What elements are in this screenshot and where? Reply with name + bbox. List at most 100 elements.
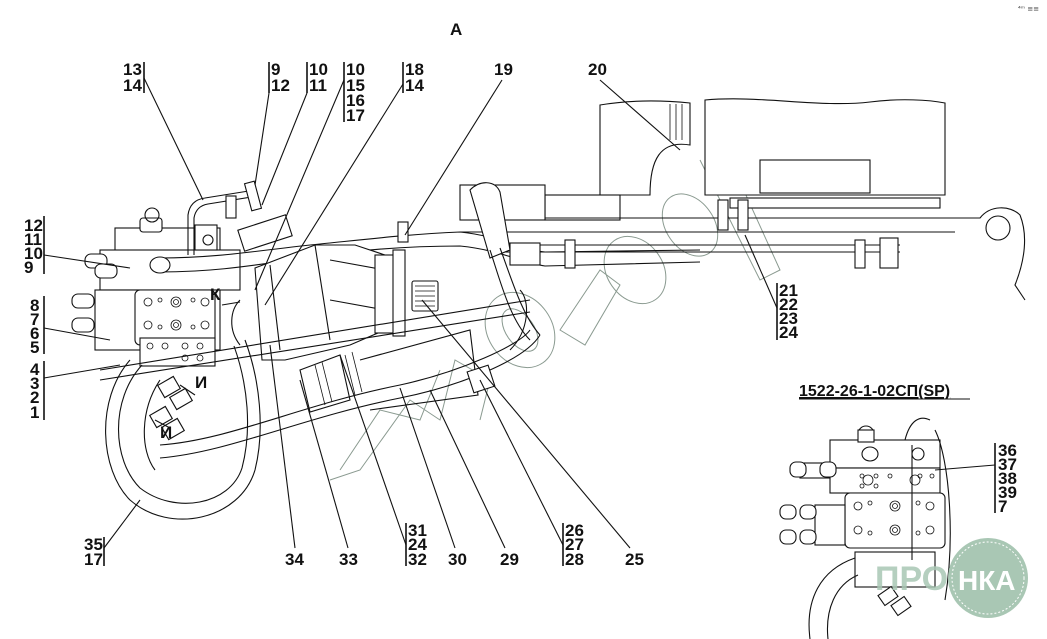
- section-marker-i-upper: И: [195, 373, 207, 392]
- leader-line: [43, 327, 111, 341]
- callout-number: 3: [30, 374, 39, 393]
- callout-number: 32: [408, 550, 427, 569]
- callout-number: 12: [271, 76, 290, 95]
- callout-number: 11: [24, 230, 42, 249]
- leader-line: [269, 344, 296, 549]
- callout-number: 16: [346, 91, 365, 110]
- leader-line: [339, 354, 407, 546]
- callout-number: 22: [779, 295, 798, 314]
- callout-number: 9: [24, 258, 33, 277]
- callout-34: 34: [269, 344, 304, 569]
- callout-9-12: 9 12: [254, 60, 290, 186]
- callout-30: 30: [399, 387, 467, 569]
- leader-line: [254, 92, 270, 186]
- callout-number: 31: [408, 521, 427, 540]
- variant-title: 1522-26-1-02СП(SP): [799, 383, 950, 400]
- leader-line: [254, 79, 345, 291]
- callout-8-7-6-5: 8 7 6 5: [30, 296, 111, 357]
- callout-number: 17: [84, 550, 103, 569]
- callout-number: 35: [84, 535, 103, 554]
- leader-line: [421, 299, 631, 549]
- leader-line: [404, 79, 503, 236]
- logo-circle: [948, 538, 1028, 618]
- inset-valve-block: [779, 417, 951, 639]
- callout-number: 7: [998, 497, 1007, 516]
- callout-number: 26: [565, 521, 584, 540]
- callout-number: 9: [271, 60, 280, 79]
- callout-33: 33: [299, 379, 358, 569]
- callout-number: 14: [123, 76, 142, 95]
- callout-number: 38: [998, 469, 1017, 488]
- view-label: А: [450, 20, 462, 39]
- callout-number: 11: [309, 76, 327, 95]
- callout-12-11-10-9: 12 11 10 9: [24, 216, 131, 277]
- callout-number: 12: [24, 216, 43, 235]
- callout-number: 4: [30, 360, 40, 379]
- callout-number: 24: [408, 535, 427, 554]
- section-i-upper-arrow: [179, 384, 196, 396]
- callout-number: 34: [285, 550, 304, 569]
- callout-number: 8: [30, 296, 39, 315]
- upper-pressure-line: [187, 180, 293, 255]
- callout-number: 19: [494, 60, 513, 79]
- leader-line: [934, 464, 996, 471]
- leader-line: [299, 379, 349, 549]
- callout-number: 39: [998, 483, 1017, 502]
- leader-line: [43, 364, 121, 379]
- return-lines: [99, 299, 541, 459]
- corner-mark: ⁴ᵐ ≡≡: [1018, 5, 1039, 13]
- callout-25: 25: [421, 299, 644, 569]
- callout-number: 10: [346, 60, 365, 79]
- callout-4-3-2-1: 4 3 2 1: [30, 360, 121, 422]
- callout-number: 30: [448, 550, 467, 569]
- callout-10-11: 10 11: [261, 60, 328, 206]
- leader-line: [143, 77, 204, 201]
- section-k-arrow: [221, 301, 241, 306]
- callout-number: 36: [998, 441, 1017, 460]
- section-marker-k: К: [210, 285, 221, 304]
- distributor-valve-block: [71, 207, 241, 367]
- callout-number: 25: [625, 550, 644, 569]
- u-hoses: [105, 299, 261, 520]
- leader-line: [264, 83, 404, 306]
- callout-20: 20: [588, 60, 681, 151]
- callout-number: 29: [500, 550, 519, 569]
- logo-text-left: ПРО: [875, 560, 948, 598]
- section-i-lower-arrow: [154, 419, 171, 429]
- callout-19: 19: [404, 60, 513, 236]
- callout-26-27-28: 26 27 28: [479, 379, 584, 569]
- callout-35-17: 35 17: [84, 499, 141, 569]
- callout-21-22-23-24: 21 22 23 24: [744, 234, 798, 342]
- callout-number: 23: [779, 309, 798, 328]
- leader-line: [599, 79, 681, 151]
- callout-number: 2: [30, 388, 39, 407]
- leader-line: [43, 254, 131, 269]
- callout-10-15-16-17: 10 15 16 17: [254, 60, 365, 291]
- leader-line: [429, 389, 506, 549]
- callout-29: 29: [429, 389, 519, 569]
- callout-number: 24: [779, 323, 798, 342]
- callout-36-37-38-39-7: 36 37 38 39 7: [934, 441, 1017, 516]
- callout-number: 21: [779, 281, 798, 300]
- callout-number: 33: [339, 550, 358, 569]
- leader-line: [744, 234, 778, 309]
- callout-number: 13: [123, 60, 142, 79]
- hydraulic-pump: [254, 221, 439, 361]
- callout-13-14: 13 14: [123, 60, 204, 201]
- callout-number: 27: [565, 535, 584, 554]
- callout-18-14: 18 14: [264, 60, 424, 306]
- callout-number: 20: [588, 60, 607, 79]
- tank-and-frame: [459, 98, 1026, 301]
- callout-31-24-32: 31 24 32: [339, 354, 427, 569]
- callout-number: 15: [346, 76, 365, 95]
- callout-number: 10: [24, 244, 43, 263]
- callout-number: 37: [998, 455, 1017, 474]
- callout-number: 7: [30, 310, 39, 329]
- callout-number: 10: [309, 60, 328, 79]
- agronka-logo: ПРО НКА: [875, 538, 1028, 618]
- callout-number: 5: [30, 338, 39, 357]
- callout-number: 6: [30, 324, 39, 343]
- callout-number: 14: [405, 76, 424, 95]
- callout-number: 28: [565, 550, 584, 569]
